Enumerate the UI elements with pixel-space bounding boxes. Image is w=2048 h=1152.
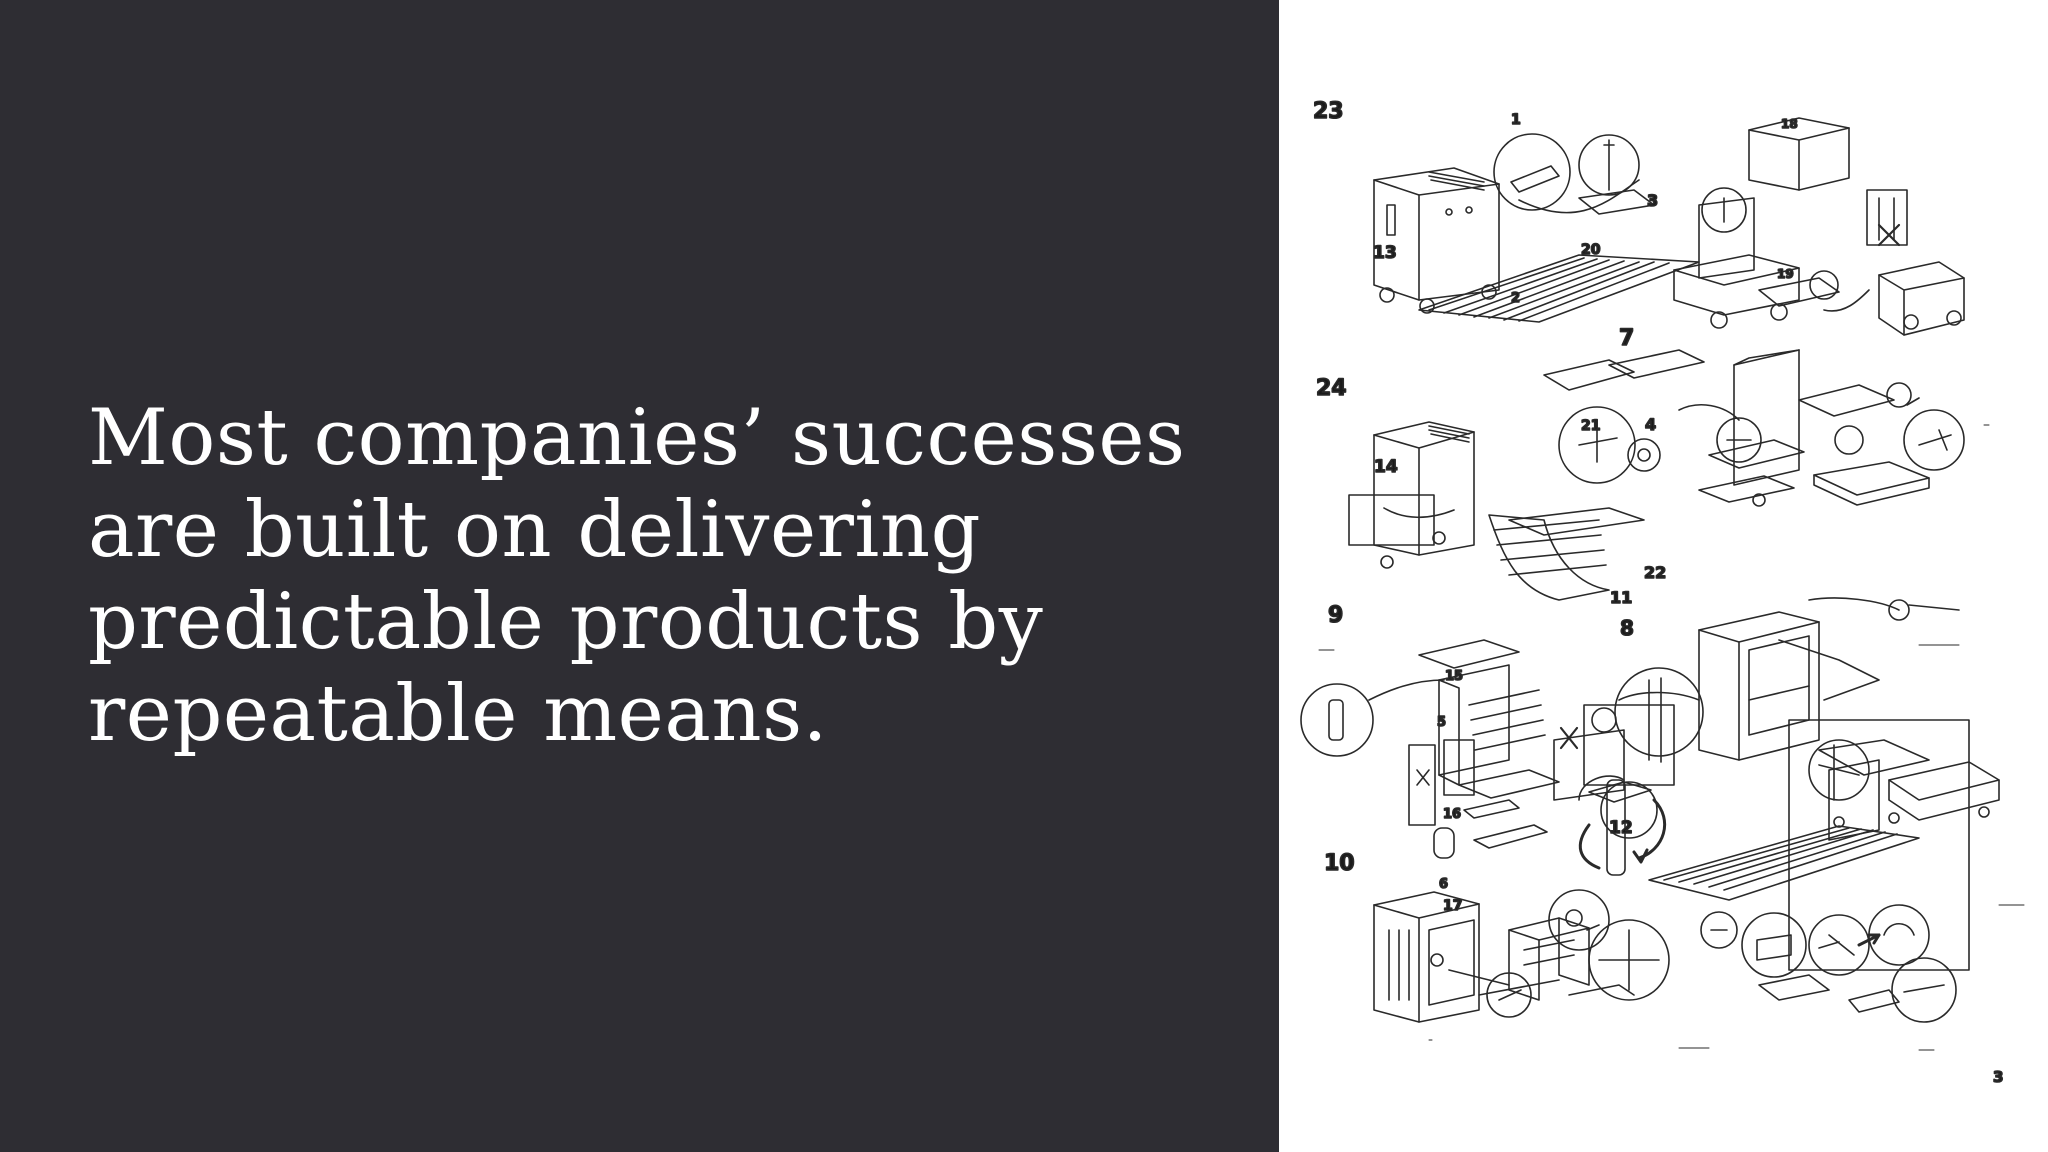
part-label-14: 14	[1374, 457, 1398, 477]
part-label-22: 22	[1644, 563, 1666, 582]
part-label-4: 4	[1645, 415, 1656, 434]
part-label-6: 6	[1439, 877, 1448, 892]
headline-line-2: are built on delivering	[88, 485, 982, 575]
step-number-9: 9	[1328, 603, 1343, 628]
part-label-5: 5	[1437, 715, 1446, 730]
part-label-2: 2	[1511, 291, 1520, 306]
step-23-detail-callouts	[1493, 117, 1965, 408]
part-label-20: 20	[1581, 242, 1601, 258]
step-24-detail-callouts	[1543, 349, 1965, 507]
headline-line-1: Most companies’ successes	[88, 393, 1186, 483]
step-number-24: 24	[1316, 376, 1347, 401]
part-label-21: 21	[1581, 418, 1600, 434]
page-number: 3	[1993, 1068, 2003, 1086]
part-label-19: 19	[1777, 267, 1794, 281]
headline-line-4: repeatable means.	[88, 669, 828, 759]
part-label-1: 1	[1511, 112, 1521, 128]
part-label-7: 7	[1619, 326, 1634, 351]
step-24-cabinet-drawing	[1348, 421, 1645, 601]
assembly-instructions-image: 23 24 9 10 3 1 18 13 20 2 3 19 7 21 4 14…	[1279, 0, 2048, 1152]
part-label-13: 13	[1373, 243, 1397, 263]
step-10-cabinet-drawing	[1373, 889, 1670, 1023]
part-label-18: 18	[1781, 117, 1798, 131]
headline-line-3: predictable products by	[88, 577, 1044, 667]
part-label-12: 12	[1609, 818, 1633, 838]
part-label-8: 8	[1620, 616, 1634, 640]
step-10-mat-drawing	[1648, 816, 1920, 901]
part-label-17: 17	[1443, 898, 1462, 914]
text-panel: Most companies’ successes are built on d…	[88, 392, 1268, 760]
part-label-16: 16	[1443, 807, 1461, 822]
step-10-detail-callouts	[1700, 904, 1957, 1023]
step-9-detail-rotate	[1578, 775, 1667, 876]
assembly-diagram: 23 24 9 10 3 1 18 13 20 2 3 19 7 21 4 14…	[1300, 98, 2025, 1087]
step-9-drawing	[1300, 639, 1704, 859]
part-label-11: 11	[1610, 588, 1632, 607]
cabinet-main-drawing	[1698, 597, 2000, 971]
diagram-small-marks	[1318, 424, 2025, 1051]
part-label-3: 3	[1647, 191, 1658, 210]
headline: Most companies’ successes are built on d…	[88, 392, 1268, 760]
step-number-10: 10	[1324, 851, 1355, 876]
step-number-23: 23	[1313, 99, 1344, 124]
part-label-15: 15	[1445, 669, 1463, 684]
